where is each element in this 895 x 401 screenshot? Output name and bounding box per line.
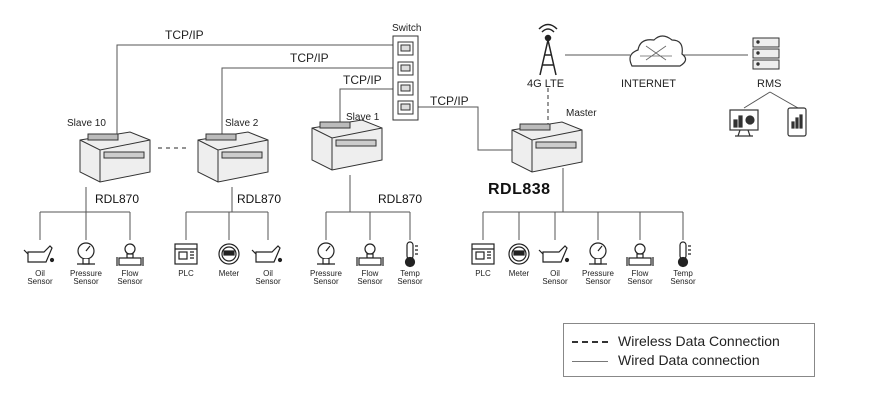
master-label: Master bbox=[566, 108, 597, 119]
slave2-model: RDL870 bbox=[237, 192, 282, 206]
link-rms-monitor bbox=[743, 91, 771, 109]
slave2-sensor-label: PLC bbox=[178, 269, 194, 278]
master-sensor-label: PLC bbox=[475, 269, 491, 278]
lte-label: 4G LTE bbox=[527, 78, 565, 90]
device-slave2-icon bbox=[197, 131, 269, 183]
meter-sensor-icon bbox=[218, 243, 240, 265]
link-rms-tablet bbox=[769, 91, 799, 109]
link-slave10 bbox=[116, 44, 393, 140]
slave1-label: Slave 1 bbox=[346, 112, 380, 123]
meter-sensor-icon bbox=[508, 243, 530, 265]
link-master bbox=[418, 106, 515, 151]
pressure-sensor-icon bbox=[77, 242, 95, 265]
solid-line-swatch bbox=[572, 360, 608, 362]
link-label-slave2: TCP/IP bbox=[290, 51, 329, 65]
oil-sensor-icon bbox=[23, 245, 55, 263]
link-label-slave10: TCP/IP bbox=[165, 28, 204, 42]
slave2-sensor-label: Meter bbox=[218, 269, 240, 278]
slave10-label: Slave 10 bbox=[67, 118, 106, 129]
lte-tower-icon bbox=[538, 23, 558, 76]
master-model: RDL838 bbox=[488, 181, 551, 198]
link-label-slave1: TCP/IP bbox=[343, 73, 382, 87]
pressure-sensor-icon bbox=[317, 242, 335, 265]
legend-wireless-text: Wireless Data Connection bbox=[618, 333, 780, 349]
oil-sensor-icon bbox=[538, 245, 570, 263]
legend-wired: Wired Data connection bbox=[572, 352, 760, 368]
slave10-model: RDL870 bbox=[95, 192, 140, 206]
device-slave1-icon bbox=[311, 119, 383, 171]
slave2-label: Slave 2 bbox=[225, 118, 259, 129]
internet-label: INTERNET bbox=[621, 78, 676, 90]
plc-sensor-icon bbox=[174, 243, 198, 265]
legend-wireless: Wireless Data Connection bbox=[572, 333, 780, 349]
rms-label: RMS bbox=[757, 78, 782, 90]
link-label-master: TCP/IP bbox=[430, 94, 469, 108]
plc-sensor-icon bbox=[471, 243, 495, 265]
master-sensor-label: Meter bbox=[508, 269, 530, 278]
switch-icon bbox=[392, 35, 419, 121]
flow-sensor-icon bbox=[626, 243, 654, 266]
tablet-icon bbox=[787, 107, 807, 137]
switch-label: Switch bbox=[392, 23, 422, 34]
device-master-icon bbox=[511, 121, 583, 173]
monitor-icon bbox=[729, 109, 759, 137]
temp-sensor-icon bbox=[404, 241, 418, 268]
flow-sensor-icon bbox=[116, 243, 144, 266]
rms-server-icon bbox=[752, 37, 780, 70]
internet-cloud-icon bbox=[629, 35, 687, 67]
flow-sensor-icon bbox=[356, 243, 384, 266]
device-slave10-icon bbox=[79, 131, 151, 183]
slave1-model: RDL870 bbox=[378, 192, 423, 206]
legend-wired-text: Wired Data connection bbox=[618, 352, 760, 368]
link-slave2 bbox=[221, 67, 393, 140]
pressure-sensor-icon bbox=[589, 242, 607, 265]
oil-sensor-icon bbox=[251, 245, 283, 263]
temp-sensor-icon bbox=[677, 241, 691, 268]
dashed-line-swatch bbox=[572, 341, 608, 344]
link-slave1 bbox=[339, 88, 393, 128]
legend: Wireless Data Connection Wired Data conn… bbox=[563, 323, 815, 377]
